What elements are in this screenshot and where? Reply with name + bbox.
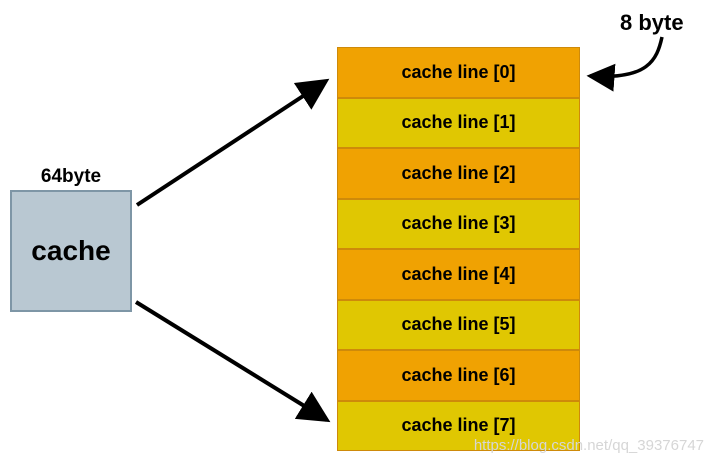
cache-box-label: cache: [31, 235, 111, 266]
cache-line-row-6: cache line [6]: [337, 350, 580, 401]
arrow-8byte-to-line0-icon: [586, 36, 664, 92]
arrow-cache-to-line7-icon: [134, 300, 331, 423]
cache-box: cache: [10, 190, 132, 312]
cache-line-row-3: cache line [3]: [337, 198, 580, 249]
cache-line-row-7: cache line [7]: [337, 400, 580, 451]
arrow-cache-to-line0-icon: [135, 78, 330, 207]
line-size-label: 8 byte: [620, 10, 684, 35]
cache-line-stack: cache line [0] cache line [1] cache line…: [337, 47, 580, 451]
cache-line-row-5: cache line [5]: [337, 299, 580, 350]
watermark: https://blog.csdn.net/qq_39376747: [473, 437, 704, 454]
cache-line-row-4: cache line [4]: [337, 249, 580, 300]
cache-line-row-1: cache line [1]: [337, 97, 580, 148]
cache-line-row-2: cache line [2]: [337, 148, 580, 199]
cache-size-label: 64byte: [40, 166, 102, 187]
cache-line-row-0: cache line [0]: [337, 47, 580, 98]
